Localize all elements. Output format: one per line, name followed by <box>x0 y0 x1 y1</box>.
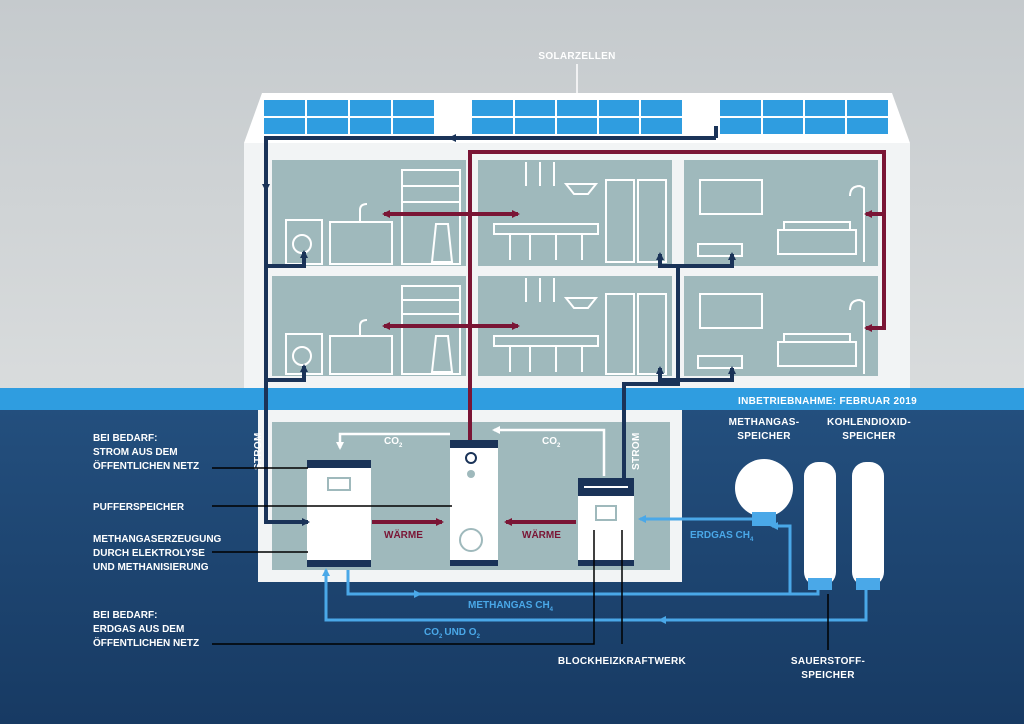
co2-arrow-left <box>336 432 450 450</box>
bar-stools-icon <box>509 346 583 372</box>
ground-band <box>0 388 1024 410</box>
chp-label: BLOCKHEIZKRAFTWERK <box>558 656 687 667</box>
solar-panel-right <box>720 100 888 134</box>
methane-gas-arrow <box>770 522 792 594</box>
tv-icon <box>699 179 763 215</box>
room-living-lower <box>684 276 878 376</box>
methane-gas-label: METHANGAS CH4 <box>468 600 554 613</box>
shelf-towels-icon <box>401 285 461 375</box>
chp-unit <box>578 478 634 566</box>
faucet-icon <box>359 319 368 336</box>
co2-label-right: CO2 <box>542 436 561 449</box>
floor-lamp-icon <box>849 298 865 374</box>
solar-panel-left <box>264 100 434 134</box>
power-arrow-living-upper <box>678 252 736 268</box>
leader-lines <box>212 467 829 650</box>
buffer-label: PUFFERSPEICHER <box>93 502 185 513</box>
grid-power-label-line1: BEI BEDARF: <box>93 433 157 444</box>
methanation-unit <box>307 460 371 567</box>
heat-arrow-living-upper <box>468 150 886 440</box>
sofa-icon <box>777 333 857 367</box>
sofa-icon <box>777 221 857 255</box>
co2-label-left: CO2 <box>384 436 403 449</box>
range-hood-icon <box>563 183 599 195</box>
leader-grid-gas <box>212 530 595 645</box>
gauge-icon <box>465 452 477 464</box>
gas-flows <box>322 515 868 624</box>
oxygen-storage-tank <box>804 462 836 590</box>
grid-gas-label-line1: BEI BEDARF: <box>93 610 157 621</box>
commissioning-label: INBETRIEBNAHME: FEBRUAR 2019 <box>738 396 917 407</box>
co2-o2-arrow <box>322 568 868 622</box>
solar-label: SOLARZELLEN <box>538 51 615 62</box>
methane-production-label-line3: UND METHANISIERUNG <box>93 562 209 573</box>
power-arrow-laundry-upper <box>266 250 308 268</box>
co2-storage-label-line1: KOHLENDIOXID- <box>827 417 911 428</box>
buffer-tank <box>450 440 498 566</box>
power-arrow-to-methanation <box>264 190 310 526</box>
furniture <box>285 162 865 375</box>
methane-production-label-line1: METHANGASERZEUGUNG <box>93 534 222 545</box>
methane-storage-label-line2: SPEICHER <box>737 431 791 442</box>
power-arrow-laundry-lower <box>266 364 308 382</box>
power-arrow-kitchen-upper <box>622 252 680 478</box>
pendant-lamps-icon <box>525 278 555 302</box>
heat-label-right: WÄRME <box>522 528 561 541</box>
fridge-icon <box>637 293 667 375</box>
co2-storage-label-line2: SPEICHER <box>842 431 896 442</box>
oven-icon <box>605 293 635 375</box>
tv-stand-icon <box>697 243 743 257</box>
grid-gas-label-line2: ERDGAS AUS DEM <box>93 624 184 635</box>
oxygen-storage-label-line2: SPEICHER <box>801 670 855 681</box>
co2-storage-tank <box>852 462 884 590</box>
co2-flows <box>336 426 606 476</box>
tv-icon <box>699 293 763 329</box>
power-arrow-living-lower <box>678 366 736 382</box>
fridge-icon <box>637 179 667 263</box>
power-arrow-solar-left <box>262 136 450 192</box>
methane-gas-line <box>346 570 820 596</box>
solar-panels <box>264 100 888 134</box>
grid-gas-label-line3: ÖFFENTLICHEN NETZ <box>93 636 199 649</box>
oven-icon <box>605 179 635 263</box>
heat-flows <box>372 150 886 526</box>
heat-arrow-living-lower <box>864 214 886 332</box>
range-hood-icon <box>563 297 599 309</box>
faucet-icon <box>359 203 368 222</box>
kitchen-counter-icon <box>493 335 599 347</box>
kitchen-counter-icon <box>493 223 599 235</box>
tv-stand-icon <box>697 355 743 369</box>
solar-panel-middle <box>472 100 682 134</box>
power-label-left: STROM <box>253 432 264 470</box>
pendant-lamps-icon <box>525 162 555 186</box>
power-label-right: STROM <box>631 432 642 470</box>
floor-lamp-icon <box>849 184 865 262</box>
power-arrow-kitchen-lower <box>656 366 678 382</box>
heat-label-left: WÄRME <box>384 528 423 541</box>
oxygen-storage-label-line1: SAUERSTOFF- <box>791 656 865 667</box>
co2-arrow-right <box>492 426 606 476</box>
power-flows <box>262 126 736 526</box>
bar-stools-icon <box>509 234 583 260</box>
grid-power-label-line2: STROM AUS DEM <box>93 447 178 458</box>
grid-power-label-line3: ÖFFENTLICHEN NETZ <box>93 459 199 472</box>
methane-storage-label-line1: METHANGAS- <box>729 417 800 428</box>
methane-production-label-line2: DURCH ELEKTROLYSE <box>93 548 205 559</box>
natural-gas-label: ERDGAS CH4 <box>690 530 754 543</box>
